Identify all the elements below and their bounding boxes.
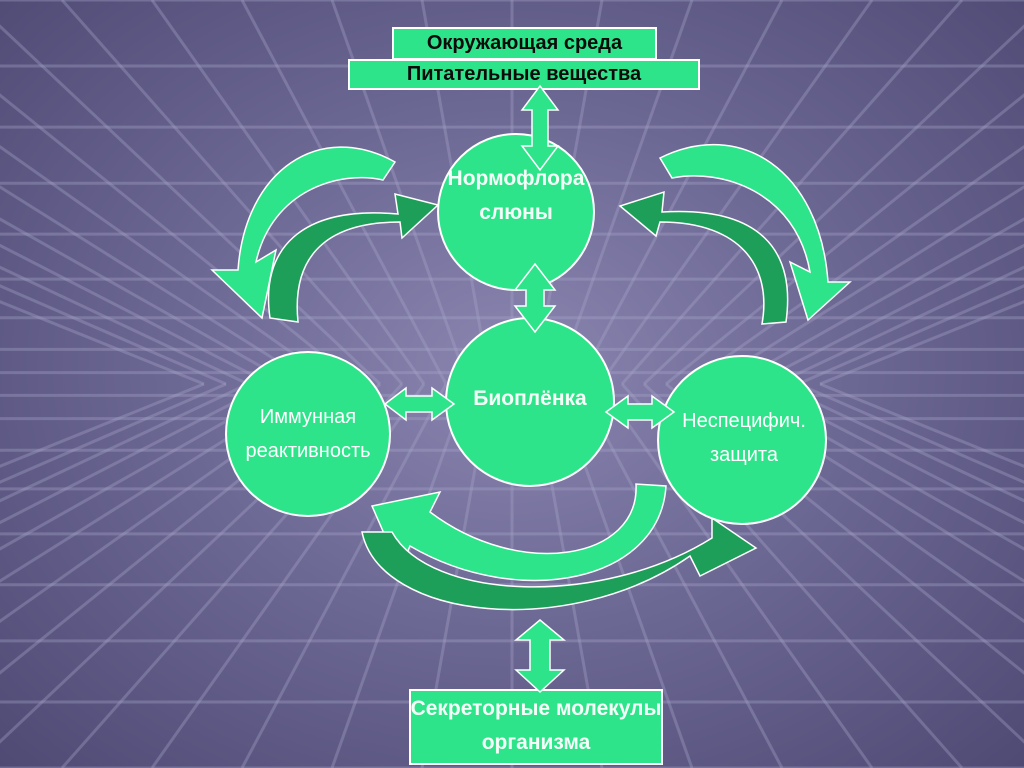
curved-arrow-top-left-outer — [210, 146, 397, 320]
curved-arrow-bottom-lower — [361, 516, 758, 611]
secretory-label: Секреторные молекулы организма — [380, 692, 692, 760]
curved-arrow-top-right-outer — [658, 143, 852, 322]
normoflora-label: Нормофлора слюны — [430, 162, 602, 230]
immune-label-line2: реактивность — [245, 440, 371, 462]
double-arrow-environment-normoflora — [520, 84, 560, 172]
secretory-label-line1: Секреторные молекулы — [410, 697, 662, 720]
double-arrow-biofilm-nonspecific — [604, 394, 676, 430]
environment-label-line2: Питательные вещества — [406, 63, 642, 85]
normoflora-label-line2: слюны — [479, 201, 553, 224]
secretory-label-line2: организма — [481, 731, 591, 754]
double-arrow-normoflora-biofilm — [513, 262, 557, 334]
node-immune — [225, 351, 391, 517]
secretory-box — [409, 689, 663, 765]
double-arrow-secretory — [513, 619, 567, 694]
normoflora-label-line1: Нормофлора — [447, 167, 585, 190]
node-nonspecific — [657, 355, 827, 525]
curved-arrow-top-left-inner — [267, 192, 440, 323]
nonspecific-label-line1: Неспецифич. — [682, 410, 806, 432]
immune-label-line1: Иммунная — [259, 406, 357, 428]
double-arrow-immune-biofilm — [383, 386, 456, 422]
environment-box-bottom — [348, 59, 700, 90]
nonspecific-label: Неспецифич. защита — [658, 404, 830, 472]
biofilm-label: Биоплёнка — [473, 387, 587, 410]
nonspecific-label-line2: защита — [710, 444, 778, 466]
environment-label-line1: Окружающая среда — [426, 32, 623, 54]
environment-box-top — [392, 27, 657, 60]
curved-arrow-top-right-inner — [618, 190, 789, 325]
immune-label: Иммунная реактивность — [222, 400, 394, 468]
